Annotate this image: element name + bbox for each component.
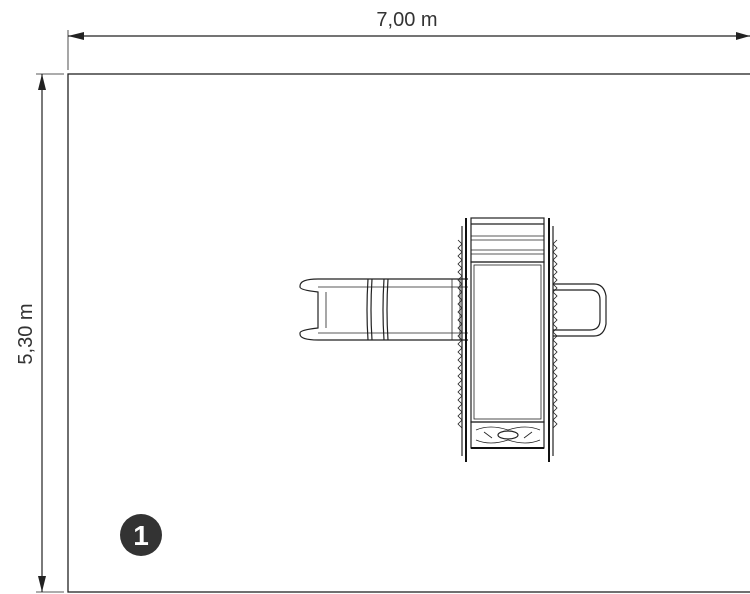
ladder <box>470 217 545 263</box>
tower-posts <box>461 218 554 462</box>
item-number-badge: 1 <box>120 514 162 556</box>
height-dimension: 5,30 m <box>15 73 64 593</box>
tower-deck <box>470 261 545 423</box>
decorative-panel <box>470 421 545 449</box>
arrowhead-left-icon <box>68 32 84 40</box>
handrail-loop <box>548 283 607 337</box>
width-dimension: 7,00 m <box>67 9 750 70</box>
slide-tower-equipment <box>299 217 607 462</box>
arrowhead-up-icon <box>38 74 46 90</box>
slide-chute <box>299 278 468 341</box>
width-label: 7,00 m <box>376 9 437 31</box>
arrowhead-down-icon <box>38 576 46 592</box>
play-area-boundary <box>67 73 750 593</box>
arrowhead-right-icon <box>736 32 750 40</box>
item-number-label: 1 <box>133 520 149 551</box>
height-label: 5,30 m <box>15 303 37 364</box>
side-railings <box>457 239 558 429</box>
